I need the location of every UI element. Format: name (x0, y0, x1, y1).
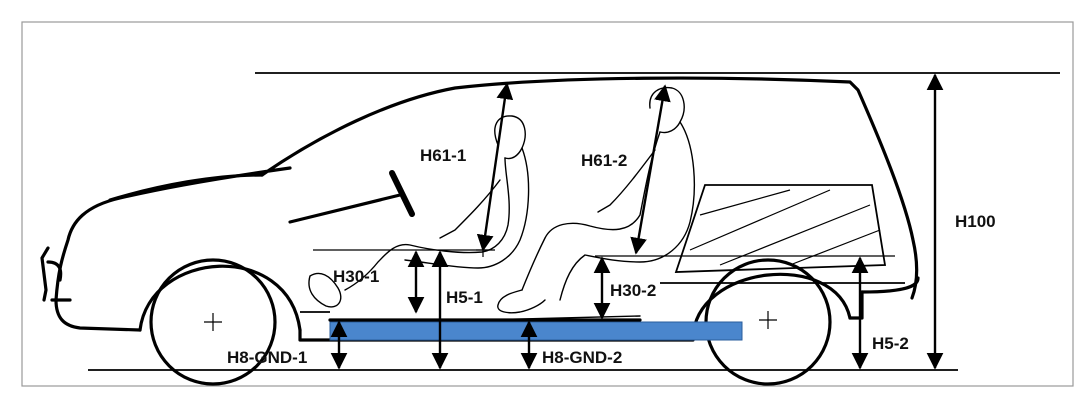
rear-occupant-figure (483, 86, 696, 321)
label-h30-1: H30-1 (333, 267, 379, 286)
cargo-hatch-4 (789, 229, 881, 266)
front-wheel-arch (138, 264, 302, 332)
front-bumper (54, 298, 142, 332)
label-h100: H100 (955, 212, 996, 231)
label-h8-gnd-2: H8-GND-2 (542, 348, 622, 367)
image-frame (21, 21, 1074, 387)
cargo-hatch-1 (699, 189, 791, 216)
label-h5-2: H5-2 (872, 334, 909, 353)
front-grille-detail (40, 246, 72, 302)
front-wheel (149, 258, 277, 386)
h61-1-dimension-arrow (476, 82, 514, 252)
h61-2-dimension-arrow (630, 84, 671, 255)
label-h61-2: H61-2 (581, 151, 627, 170)
cargo-hatch-2 (689, 189, 831, 251)
label-h8-gnd-1: H8-GND-1 (227, 348, 307, 367)
battery-pack (329, 321, 743, 341)
label-h61-1: H61-1 (420, 146, 466, 165)
label-h30-2: H30-2 (610, 281, 656, 300)
steering-column (288, 193, 402, 224)
label-h5-1: H5-1 (446, 288, 483, 307)
cargo-box (674, 184, 887, 273)
rear-wheel-arch (691, 272, 852, 340)
steering-wheel (389, 170, 415, 217)
cargo-hatch-3 (719, 204, 871, 266)
hood-edge (108, 173, 264, 202)
